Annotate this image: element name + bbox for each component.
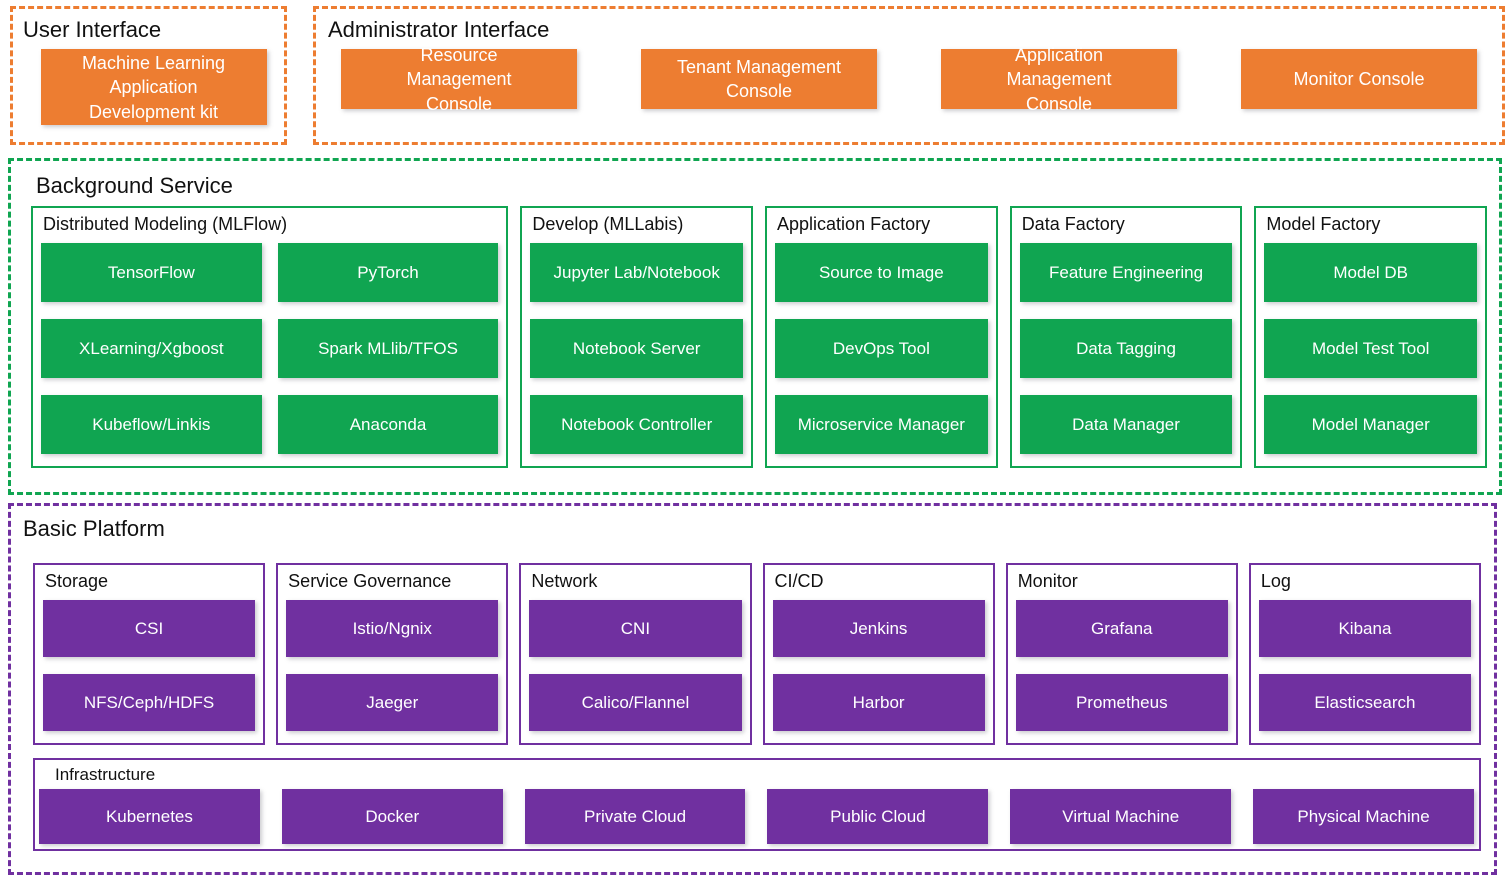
service-box: Notebook Controller (530, 395, 744, 454)
column-title: Monitor (1017, 571, 1078, 591)
console-box: Tenant Management Console (641, 49, 877, 110)
column-storage: Storage CSI NFS/Ceph/HDFS (33, 563, 266, 745)
service-box: DevOps Tool (775, 319, 988, 378)
infrastructure-item-box: Private Cloud (524, 789, 746, 844)
console-label: Monitor Console (1293, 69, 1425, 90)
basic-platform-layer: Basic Platform Storage CSI NFS/Ceph/HDFS … (8, 503, 1497, 875)
ml-app-dev-kit-box: Machine Learning Application Development… (40, 49, 267, 126)
infrastructure-item-box: Docker (281, 789, 503, 844)
platform-box: Harbor (772, 674, 985, 731)
column-title: Application Factory (777, 214, 931, 234)
basic-platform-columns: Storage CSI NFS/Ceph/HDFS Service Governa… (33, 563, 1482, 745)
administrator-interface-layer: Administrator Interface Resource Managem… (313, 6, 1505, 145)
column-title: CI/CD (774, 571, 824, 591)
service-box: Data Manager (1019, 395, 1233, 454)
column-distributed-modeling: Distributed Modeling (MLFlow) TensorFlow… (31, 206, 509, 468)
administrator-interface-title: Administrator Interface (328, 17, 550, 42)
admin-console-row: Resource Management Console Tenant Manag… (328, 45, 1477, 114)
infrastructure-items: Kubernetes Docker Private Cloud Public Clou… (35, 785, 1479, 849)
service-box: Notebook Server (530, 319, 744, 378)
service-box: TensorFlow (41, 243, 262, 302)
user-interface-title: User Interface (23, 17, 162, 42)
service-box: Data Tagging (1019, 319, 1233, 378)
service-box: Jupyter Lab/Notebook (530, 243, 744, 302)
platform-box: Prometheus (1015, 674, 1228, 731)
service-box: Kubeflow/Linkis (41, 395, 262, 454)
column-title: Develop (MLLabis) (532, 214, 684, 234)
platform-box: Calico/Flannel (529, 674, 742, 731)
platform-box: NFS/Ceph/HDFS (43, 674, 256, 731)
background-service-columns: Distributed Modeling (MLFlow) TensorFlow… (31, 206, 1488, 468)
column-network: Network CNI Calico/Flannel (519, 563, 752, 745)
console-label: Resource Management Console (406, 44, 512, 114)
service-box: Anaconda (277, 395, 499, 454)
infrastructure-item-box: Virtual Machine (1010, 789, 1232, 844)
service-box: Feature Engineering (1019, 243, 1233, 302)
platform-box: Elasticsearch (1258, 674, 1472, 731)
infrastructure-item-box: Public Cloud (767, 789, 989, 844)
column-items: CNI Calico/Flannel (529, 600, 742, 731)
service-box: Spark MLlib/TFOS (277, 319, 499, 378)
service-box: Model Test Tool (1264, 319, 1478, 378)
service-box: PyTorch (277, 243, 499, 302)
console-box: Monitor Console (1241, 49, 1477, 110)
platform-box: Jenkins (772, 600, 985, 657)
platform-box: CNI (529, 600, 742, 657)
service-box: Model DB (1264, 243, 1478, 302)
ml-app-dev-kit-label: Machine Learning Application Development… (81, 52, 226, 122)
background-service-layer: Background Service Distributed Modeling … (8, 158, 1502, 495)
platform-box: Grafana (1015, 600, 1228, 657)
platform-box: Kibana (1258, 600, 1472, 657)
console-box: Resource Management Console (341, 45, 577, 114)
column-title: Service Governance (288, 571, 452, 591)
column-title: Network (531, 571, 598, 591)
platform-box: Istio/Ngnix (286, 600, 499, 657)
service-box: XLearning/Xgboost (41, 319, 262, 378)
column-title: Model Factory (1266, 214, 1381, 234)
service-box: Microservice Manager (775, 395, 988, 454)
console-label: Application Management Console (1006, 44, 1112, 114)
platform-box: Jaeger (286, 674, 499, 731)
infrastructure-title: Infrastructure (55, 765, 156, 784)
background-service-title: Background Service (36, 173, 233, 198)
infrastructure-item-box: Kubernetes (39, 789, 260, 844)
infrastructure-box: Infrastructure Kubernetes Docker Private C… (33, 758, 1481, 851)
column-title: Storage (45, 571, 109, 591)
column-title: Log (1260, 571, 1291, 591)
console-box: Application Management Console (941, 45, 1177, 114)
column-title: Data Factory (1021, 214, 1125, 234)
platform-box: CSI (43, 600, 256, 657)
service-box: Model Manager (1264, 395, 1478, 454)
service-box: Source to Image (775, 243, 988, 302)
infrastructure-item-box: Physical Machine (1253, 789, 1474, 844)
column-items: CSI NFS/Ceph/HDFS (43, 600, 256, 731)
basic-platform-title: Basic Platform (23, 516, 165, 541)
user-interface-layer: User Interface Machine Learning Applicat… (10, 6, 287, 145)
console-label: Tenant Management Console (676, 57, 842, 102)
column-title: Distributed Modeling (MLFlow) (43, 214, 288, 234)
